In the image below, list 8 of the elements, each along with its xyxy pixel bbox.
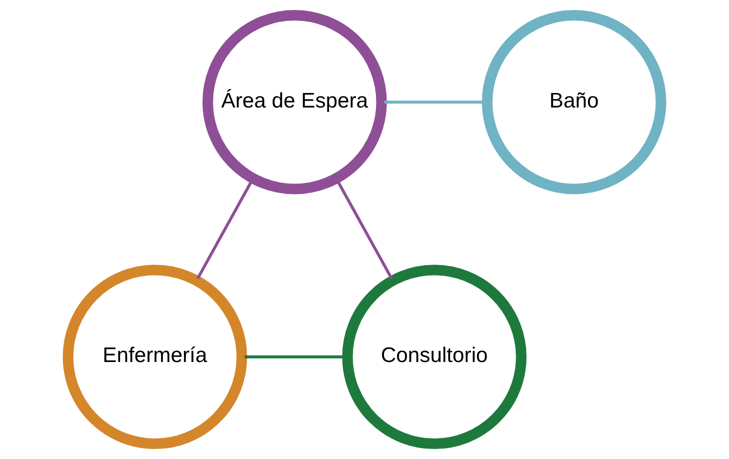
connector (244, 355, 345, 358)
node-circle: Enfermería (62, 264, 248, 450)
node-circle: Consultorio (342, 264, 527, 450)
node-circle: Área de Espera (202, 10, 387, 194)
connector (336, 180, 393, 280)
connector (384, 100, 485, 104)
node-circle: Baño (482, 10, 666, 194)
connector (196, 180, 254, 280)
